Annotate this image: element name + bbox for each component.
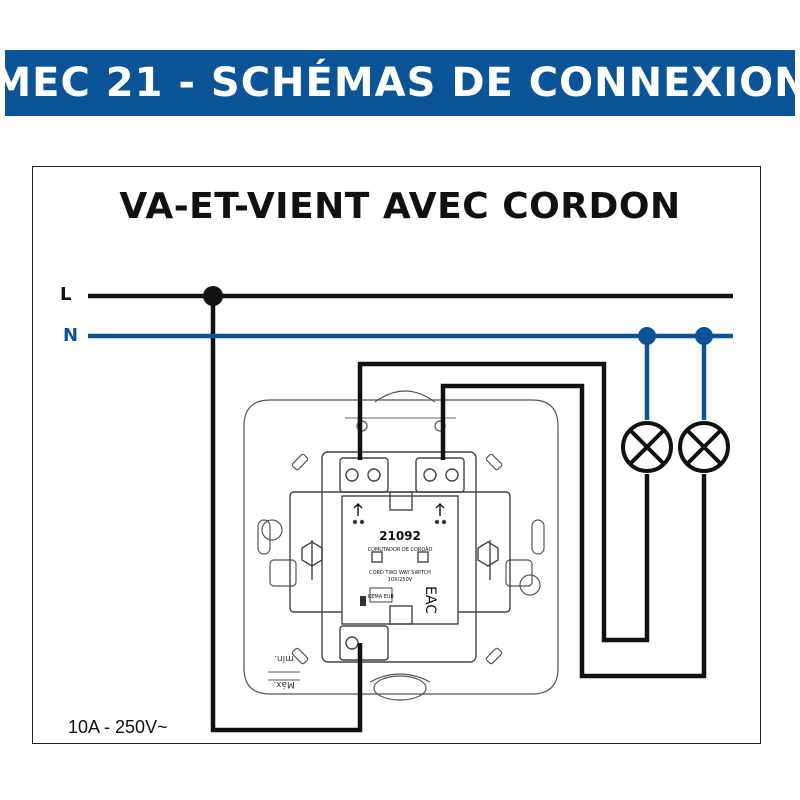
page-title: MEC 21 - SCHÉMAS DE CONNEXION — [0, 60, 800, 106]
live-line-label: L — [60, 284, 72, 305]
lamp-icon — [678, 421, 730, 473]
neutral-line-label: N — [63, 325, 79, 346]
neutral-junction-dot-1 — [638, 327, 656, 345]
neutral-junction-dot-2 — [695, 327, 713, 345]
kema-mark: KEMA EUR — [368, 594, 395, 600]
device-label-en: CORD TWO WAY SWITCH — [369, 570, 431, 576]
eac-mark: EAC — [422, 586, 438, 614]
traveler-wires — [357, 361, 707, 679]
lamp-icon — [621, 421, 673, 473]
kema-mark-box — [369, 587, 393, 603]
header-banner: MEC 21 - SCHÉMAS DE CONNEXION — [0, 50, 800, 116]
rating-label: 10A - 250V~ — [68, 717, 168, 737]
adjust-min-label: mín. — [274, 653, 294, 663]
diagram-title: VA-ET-VIENT AVEC CORDON — [119, 186, 681, 227]
device-label-pt: COMUTADOR DE CORDÃO — [368, 546, 433, 553]
switch-mechanism — [289, 451, 511, 663]
live-wire — [88, 293, 733, 733]
mounting-plate — [243, 390, 559, 701]
device-model-text: 21092 — [379, 529, 421, 543]
live-junction-dot — [203, 286, 223, 306]
diagram-frame — [32, 166, 761, 744]
adjust-max-label: Máx. — [273, 679, 294, 689]
neutral-wire — [88, 333, 733, 420]
device-rating-text: 10X/250V — [388, 577, 413, 583]
